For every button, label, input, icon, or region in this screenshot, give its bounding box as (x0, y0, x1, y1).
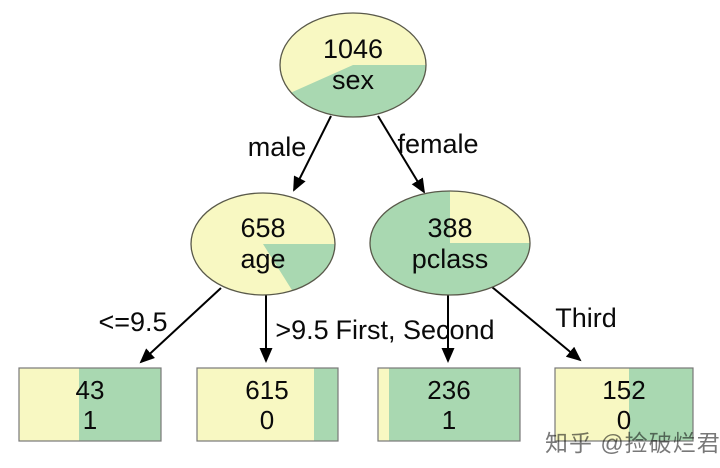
node-age: 658 age (190, 192, 336, 296)
leaf2-border (196, 367, 339, 442)
leaf-node-2: 615 0 (196, 367, 339, 442)
root-count: 1046 (323, 34, 383, 64)
pclass-count: 388 (427, 213, 472, 243)
node-root-sex: 1046 sex (279, 12, 427, 118)
age-count: 658 (240, 213, 285, 243)
leaf3-class: 1 (442, 405, 456, 435)
leaf3-border (377, 367, 521, 442)
edge-label-gt-9-5: >9.5 (275, 315, 328, 345)
leaf2-class: 0 (260, 405, 274, 435)
leaf4-count: 152 (602, 375, 645, 405)
leaf3-green-fill (389, 368, 520, 441)
node-pclass: 388 pclass (369, 190, 531, 296)
pclass-ellipse-outline (369, 190, 531, 296)
leaf2-green-fill (314, 368, 338, 441)
edge-label-male: male (248, 132, 307, 162)
leaf1-count: 43 (76, 375, 105, 405)
leaf3-count: 236 (427, 375, 470, 405)
leaf1-class: 1 (83, 405, 97, 435)
edge-label-le-9-5: <=9.5 (98, 307, 167, 337)
root-ellipse-outline (279, 12, 427, 118)
leaf1-border (18, 367, 162, 442)
pclass-split-var: pclass (412, 244, 489, 274)
edge-age-to-leaf1-arrow (139, 287, 222, 364)
edge-root-to-pclass-arrow (377, 115, 426, 194)
root-split-var: sex (332, 65, 375, 95)
leaf1-green-fill (79, 368, 161, 441)
edge-label-first-second: First, Second (335, 315, 494, 345)
tree-edge-labels: male female <=9.5 >9.5 First, Second Thi… (98, 129, 616, 345)
edge-pclass-to-leaf4-arrow (491, 286, 582, 362)
leaf4-green-fill (629, 368, 693, 441)
age-green-wedge (263, 244, 335, 291)
pclass-yellow-wedge (450, 191, 530, 243)
age-split-var: age (240, 244, 285, 274)
root-green-wedge (291, 65, 427, 118)
leaf-node-3: 236 1 (377, 367, 521, 442)
edge-label-third: Third (555, 303, 617, 333)
edge-root-to-age-arrow (293, 115, 332, 192)
leaf2-count: 615 (245, 375, 288, 405)
leaf4-class: 0 (617, 405, 631, 435)
age-ellipse-outline (190, 192, 336, 296)
zhihu-watermark: 知乎 @捡破烂君 (545, 430, 720, 456)
edge-label-female: female (397, 129, 478, 159)
leaf-node-4: 152 0 (554, 367, 694, 442)
tree-edges (139, 115, 582, 364)
leaf4-border (554, 367, 694, 442)
leaf-node-1: 43 1 (18, 367, 162, 442)
